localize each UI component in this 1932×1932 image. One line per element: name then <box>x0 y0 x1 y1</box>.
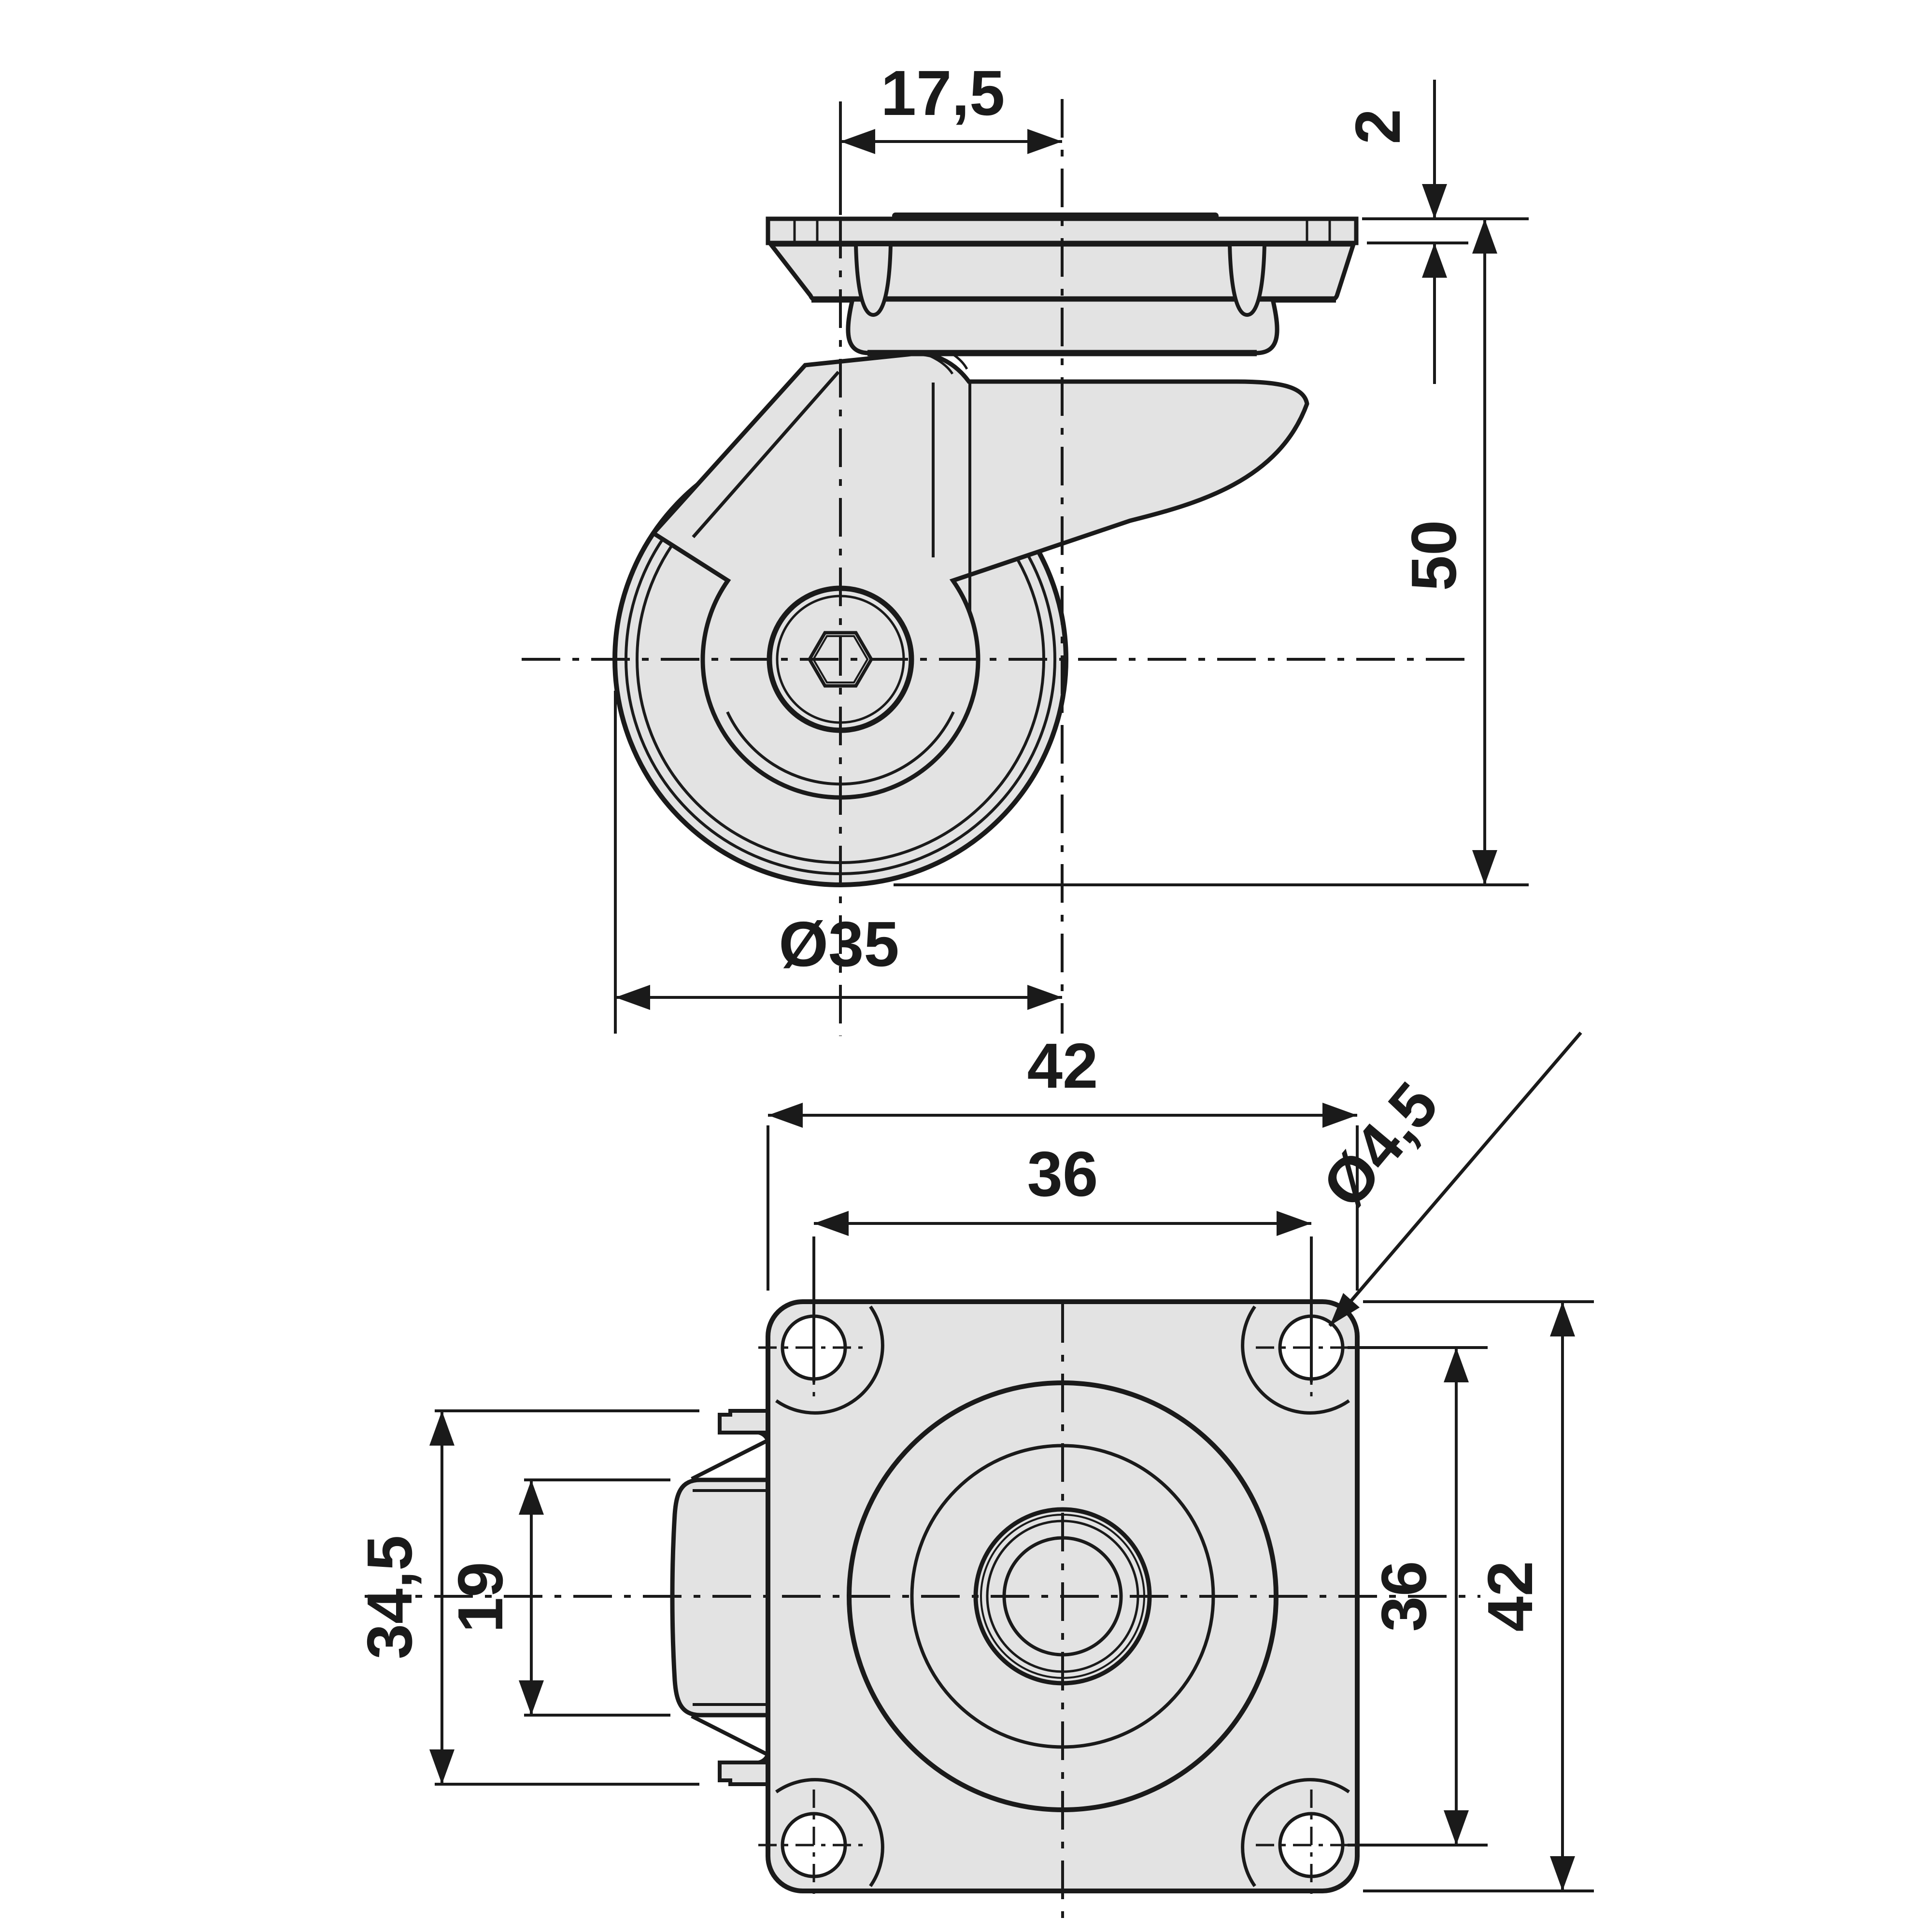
arrowhead <box>519 1480 544 1515</box>
arrowhead <box>1027 129 1062 154</box>
arrowhead <box>1330 1293 1360 1326</box>
plate-lug-right <box>1227 242 1267 317</box>
corner-boss-bottom-left <box>775 1778 884 1888</box>
dimension-plate-width: 42 <box>767 1030 1359 1291</box>
arrowhead <box>1444 1810 1469 1845</box>
arrowhead <box>519 1680 544 1715</box>
dimension-plate-depth: 42 <box>1363 1300 1594 1892</box>
dim-hole-pitch-horizontal-label: 36 <box>1027 1138 1098 1209</box>
dimension-overall-width: 34,5 <box>354 1409 699 1786</box>
plan-view: 42 36 Ø4,5 36 <box>354 1030 1594 1925</box>
dim-wheel-diameter-label: Ø35 <box>779 909 899 980</box>
arrowhead <box>1422 184 1447 219</box>
dimension-overall-height: 50 <box>894 219 1529 886</box>
arrowhead <box>1322 1103 1357 1128</box>
dimension-hole-pitch-horizontal: 36 <box>812 1138 1313 1382</box>
dim-swivel-offset-label: 17,5 <box>881 57 1005 128</box>
dimension-hole-diameter: Ø4,5 <box>1308 1031 1582 1327</box>
fork-bend-top <box>691 1438 769 1481</box>
fork-inner-wall-line <box>692 370 840 539</box>
arrowhead <box>1550 1856 1575 1891</box>
arrowhead <box>1472 850 1497 885</box>
dim-plate-depth-label: 42 <box>1475 1561 1546 1632</box>
fork-leg-top <box>718 1409 771 1435</box>
dimension-wheel-width: 19 <box>445 1478 670 1717</box>
arrowhead <box>1027 985 1062 1010</box>
arrowhead <box>429 1411 455 1446</box>
arrowhead <box>1277 1211 1311 1236</box>
dim-hole-diameter-label: Ø4,5 <box>1308 1069 1452 1221</box>
dim-overall-height-label: 50 <box>1398 520 1469 591</box>
centerlines-plan <box>365 1304 1480 1925</box>
corner-boss-bottom-right <box>1241 1778 1350 1888</box>
plate-lug-left <box>853 242 893 317</box>
dimension-plate-thickness: 2 <box>1342 80 1529 384</box>
dim-overall-width-label: 34,5 <box>354 1535 425 1660</box>
dim-wheel-width-label: 19 <box>445 1562 516 1633</box>
arrowhead <box>1550 1302 1575 1336</box>
arrowhead <box>814 1211 849 1236</box>
fork-bend-bottom <box>691 1714 769 1757</box>
leader-line <box>1328 1031 1582 1327</box>
dim-plate-width-label: 42 <box>1027 1030 1098 1101</box>
arrowhead <box>429 1749 455 1784</box>
arrowhead <box>1444 1348 1469 1382</box>
arrowhead <box>1422 243 1447 278</box>
dim-hole-pitch-vertical-label: 36 <box>1368 1561 1439 1632</box>
corner-boss-top-right <box>1241 1305 1350 1415</box>
centerlines-side <box>522 99 1468 1036</box>
dim-plate-thickness-label: 2 <box>1342 109 1413 144</box>
arrowhead <box>768 1103 803 1128</box>
dimension-swivel-offset: 17,5 <box>839 57 1062 215</box>
dimension-hole-pitch-vertical: 36 <box>1348 1346 1488 1847</box>
plate-pad-cap <box>892 213 1219 220</box>
dimension-wheel-diameter: Ø35 <box>614 691 1062 1034</box>
side-view: 17,5 2 50 Ø35 <box>522 57 1529 1036</box>
fork-leg-bottom <box>718 1761 771 1786</box>
corner-boss-top-left <box>775 1305 884 1415</box>
arrowhead <box>840 129 875 154</box>
arrowhead <box>615 985 650 1010</box>
arrowhead <box>1472 219 1497 254</box>
